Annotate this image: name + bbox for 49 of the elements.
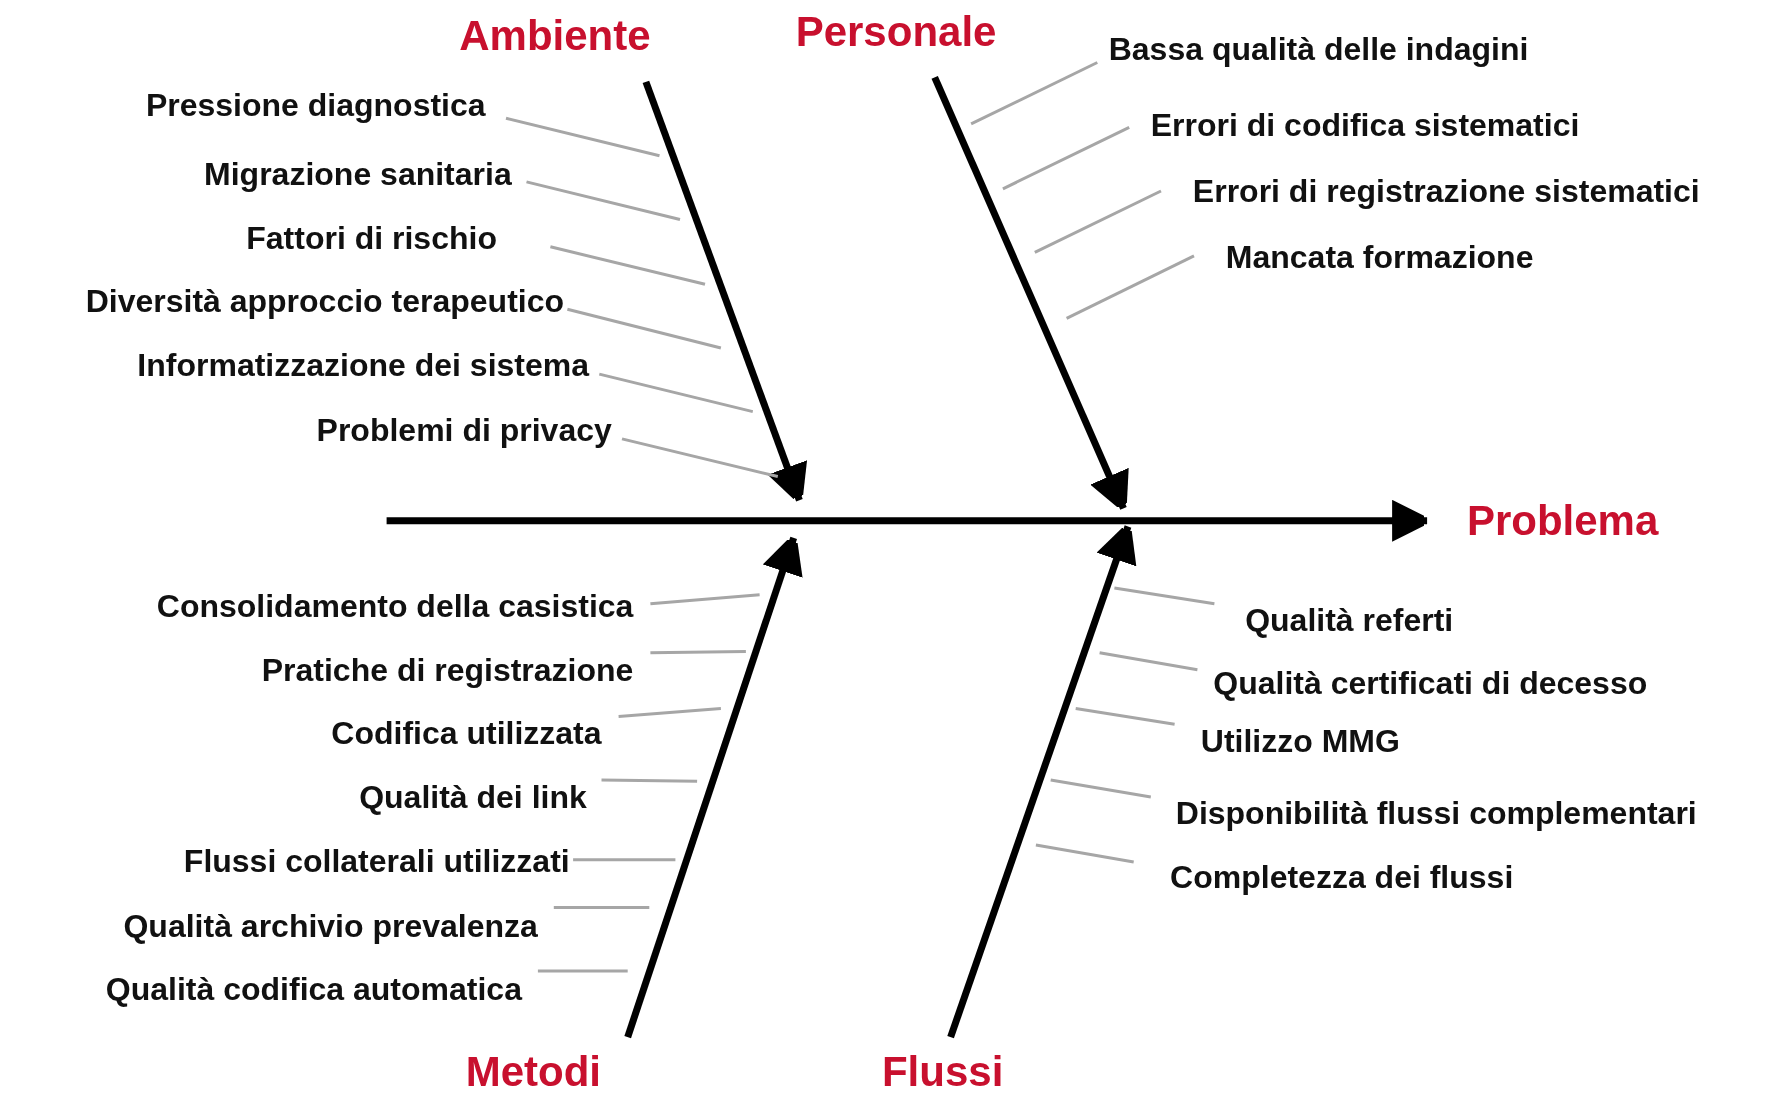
cause-label: Fattori di rischio (246, 219, 497, 256)
leader-line (598, 372, 754, 414)
cause-label: Problemi di privacy (316, 411, 612, 448)
cause-label: Completezza dei flussi (1170, 858, 1514, 895)
leader-line (1099, 651, 1198, 672)
leader-line (621, 437, 779, 478)
leader-line (601, 778, 698, 783)
problem-heading: Problema (1466, 496, 1659, 545)
leader-line (1002, 126, 1130, 191)
cause-label: Codifica utilizzata (331, 715, 602, 752)
leader-line (650, 593, 760, 606)
cause-label: Bassa qualità delle indagini (1108, 30, 1529, 67)
leader-line (505, 116, 660, 158)
cause-label: Migrazione sanitaria (204, 155, 512, 192)
leader-line (1065, 254, 1195, 320)
cause-label: Utilizzo MMG (1200, 723, 1400, 760)
leader-line (526, 180, 681, 221)
leader-line (567, 307, 722, 350)
leader-line (1114, 586, 1215, 606)
cause-label: Qualità dei link (359, 779, 587, 816)
leader-line (1050, 778, 1152, 799)
leader-line (550, 245, 706, 286)
leader-line (1034, 189, 1162, 254)
cause-label: Mancata formazione (1225, 239, 1534, 275)
cause-label: Errori di registrazione sistematici (1192, 173, 1700, 210)
cause-label: Disponibilità flussi complementari (1175, 795, 1697, 832)
leader-line (970, 61, 1098, 126)
cause-label: Flussi collaterali utilizzati (183, 842, 570, 879)
leader-line (553, 905, 650, 909)
category-heading: Metodi (465, 1048, 601, 1094)
cause-label: Errori di codifica sistematici (1150, 107, 1580, 144)
cause-label: Pratiche di registrazione (261, 651, 634, 688)
leader-line (573, 858, 676, 862)
leader-line (650, 650, 746, 655)
category-heading: Ambiente (459, 12, 651, 61)
cause-label: Qualità certificati di decesso (1213, 665, 1648, 702)
cause-label: Informatizzazione dei sistema (137, 347, 590, 383)
leader-line (618, 706, 721, 718)
cause-label: Pressione diagnostica (145, 86, 486, 123)
leader-line (1075, 706, 1175, 726)
category-heading: Personale (795, 7, 997, 56)
cause-label: Consolidamento della casistica (156, 588, 634, 625)
leader-line (537, 969, 628, 973)
cause-label: Qualità archivio prevalenza (123, 907, 538, 944)
leader-line (1035, 843, 1134, 864)
cause-label: Diversità approccio terapeutico (85, 283, 564, 320)
category-heading: Flussi (881, 1048, 1004, 1094)
cause-label: Qualità referti (1245, 601, 1454, 638)
cause-label: Qualità codifica automatica (105, 971, 522, 1008)
